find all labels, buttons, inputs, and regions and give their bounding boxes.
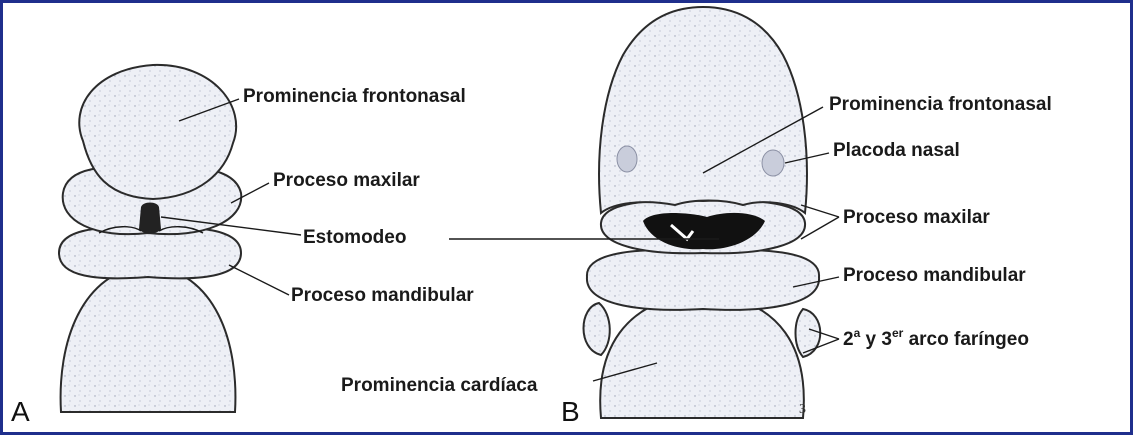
- b-leader-maxilar-1: [801, 205, 839, 217]
- panel-letter-b: B: [561, 396, 580, 427]
- a-label-maxilar: Proceso maxilar: [273, 170, 420, 191]
- b-label-mandibular: Proceso mandibular: [843, 265, 1026, 286]
- figure-b: Prominencia frontonasal Placoda nasal Pr…: [341, 7, 1052, 427]
- b-pharyngeal-arch-right: [796, 309, 821, 357]
- b-nasal-placode-left: [617, 146, 637, 172]
- signature-mark: 3: [799, 402, 806, 417]
- b-label-arcos: 2a y 3er arco faríngeo: [843, 326, 1029, 350]
- a-label-estomodeo: Estomodeo: [303, 227, 406, 248]
- b-label-cardiaca: Prominencia cardíaca: [341, 375, 538, 396]
- b-cardiac-body: [600, 293, 804, 418]
- b-mandibular-prominence: [587, 250, 819, 310]
- a-leader-mandibular: [229, 265, 289, 295]
- a-label-mandibular: Proceso mandibular: [291, 285, 474, 306]
- panel-letter-a: A: [11, 396, 30, 427]
- b-label-placoda: Placoda nasal: [833, 140, 960, 161]
- b-leader-maxilar-2: [801, 217, 839, 239]
- figure-a: Prominencia frontonasal Proceso maxilar …: [11, 65, 474, 427]
- b-label-maxilar: Proceso maxilar: [843, 207, 990, 228]
- b-nasal-placode-right: [762, 150, 784, 176]
- b-frontonasal-prominence: [599, 7, 807, 213]
- a-stomodeum: [139, 203, 161, 234]
- a-cardiac-body: [61, 265, 236, 412]
- a-mandibular-prominence: [59, 228, 241, 279]
- b-label-frontonasal: Prominencia frontonasal: [829, 94, 1052, 115]
- a-label-frontonasal: Prominencia frontonasal: [243, 86, 466, 107]
- b-pharyngeal-arch-left: [584, 303, 610, 355]
- embryo-face-diagram: Prominencia frontonasal Proceso maxilar …: [3, 3, 1130, 432]
